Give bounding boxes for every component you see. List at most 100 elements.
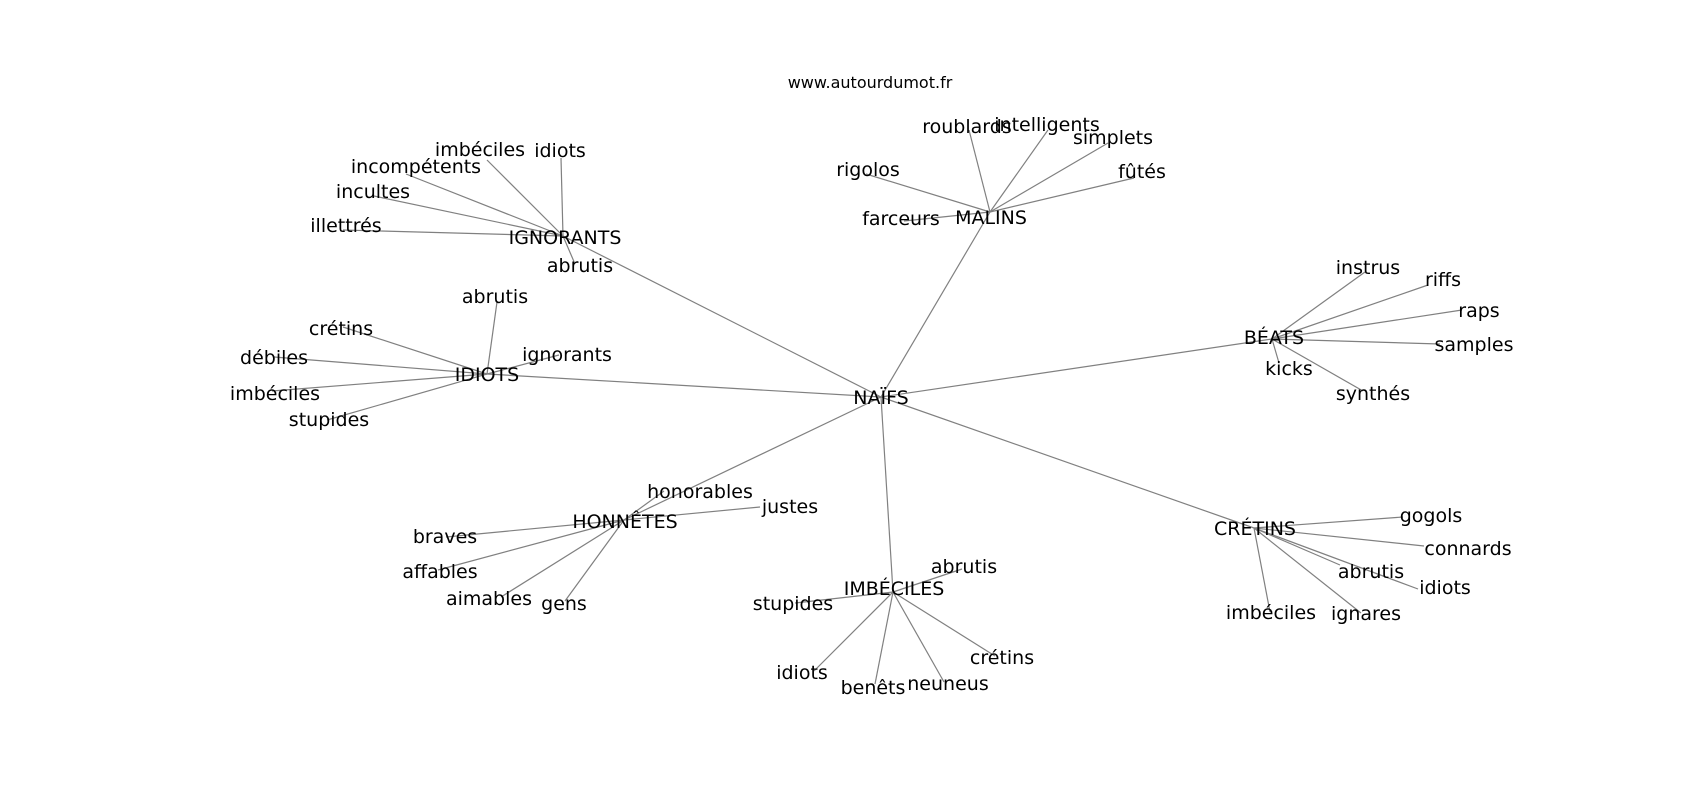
edge-center-idiots (486, 373, 882, 398)
edge-crétins-3 (1253, 527, 1419, 590)
word-node: incultes (336, 181, 410, 203)
edge-honnêtes-1 (623, 506, 761, 521)
edge-malins-0 (968, 129, 991, 213)
word-node: imbéciles (230, 383, 320, 405)
word-node: affables (402, 561, 477, 583)
edge-imbéciles-0 (892, 568, 963, 593)
word-node: imbéciles (1226, 602, 1316, 624)
word-node: aimables (446, 588, 532, 610)
word-node: honorables (647, 481, 753, 503)
edge-honnêtes-4 (500, 519, 625, 598)
edge-idiots-1 (342, 326, 488, 375)
edge-béats-3 (1271, 338, 1441, 345)
edge-crétins-5 (1253, 527, 1362, 614)
word-node: fûtés (1118, 161, 1166, 183)
word-node: neuneus (907, 673, 988, 695)
word-node: abrutis (547, 255, 613, 277)
edge-malins-2 (989, 142, 1109, 213)
word-node: idiots (1419, 577, 1471, 599)
cluster-node-imbéciles: IMBÉCILES (844, 577, 945, 600)
word-node: intelligents (994, 114, 1099, 136)
edge-ignorants-5 (562, 235, 576, 265)
edge-ignorants-1 (560, 157, 564, 237)
edge-béats-1 (1271, 284, 1429, 340)
word-node: imbéciles (435, 139, 525, 161)
word-node: benêts (841, 677, 906, 699)
word-node: instrus (1336, 257, 1400, 279)
cluster-node-honnêtes: HONNÊTES (572, 510, 677, 533)
edge-ignorants-2 (405, 173, 564, 237)
edge-béats-0 (1271, 271, 1366, 340)
edge-malins-1 (989, 129, 1049, 213)
edge-idiots-4 (271, 373, 488, 392)
edge-honnêtes-2 (445, 519, 625, 538)
edge-malins-5 (903, 211, 991, 222)
edge-idiots-3 (486, 354, 560, 375)
edge-center-malins (880, 211, 991, 398)
word-node: braves (413, 526, 477, 548)
word-node: gogols (1400, 505, 1463, 527)
word-node: ignares (1331, 603, 1401, 625)
word-node: raps (1458, 300, 1499, 322)
edge-center-honnêtes (623, 396, 882, 521)
word-node: kicks (1265, 358, 1313, 380)
edge-ignorants-3 (373, 195, 564, 237)
cluster-node-idiots: IDIOTS (455, 364, 519, 386)
cluster-node-béats: BÉATS (1244, 326, 1304, 349)
word-node: abrutis (931, 556, 997, 578)
word-node: crétins (309, 318, 373, 340)
edge-center-crétins (880, 396, 1255, 529)
word-node: connards (1424, 538, 1511, 560)
edge-imbéciles-5 (892, 591, 945, 683)
graph-labels: www.autourdumot.fr NAÏFS IGNORANTS imbécil… (230, 73, 1514, 699)
word-node: riffs (1425, 269, 1461, 291)
edge-béats-5 (1271, 338, 1364, 392)
word-node: roublards (922, 116, 1011, 138)
word-node: débiles (240, 347, 308, 369)
edge-imbéciles-3 (813, 591, 894, 672)
word-node: crétins (970, 647, 1034, 669)
word-node: justes (761, 496, 818, 518)
edge-malins-4 (989, 177, 1135, 213)
edge-malins-3 (865, 173, 991, 213)
word-node: gens (541, 593, 587, 615)
cluster-node-crétins: CRÉTINS (1214, 517, 1296, 540)
cluster-node-malins: MALINS (955, 207, 1027, 229)
edge-idiots-0 (486, 301, 498, 375)
edge-center-imbéciles (880, 396, 894, 593)
edge-imbéciles-2 (892, 591, 996, 657)
edge-honnêtes-5 (564, 519, 625, 602)
word-node: stupides (753, 593, 833, 615)
edge-crétins-1 (1253, 527, 1425, 547)
edge-imbéciles-1 (794, 591, 894, 604)
edge-crétins-0 (1253, 516, 1404, 529)
edge-ignorants-0 (486, 159, 564, 237)
graph-edges (271, 129, 1463, 685)
edge-center-béats (880, 338, 1273, 398)
word-node: idiots (776, 662, 828, 684)
word-node: samples (1435, 334, 1514, 356)
word-node: simplets (1073, 127, 1153, 149)
word-node: ignorants (522, 344, 612, 366)
edge-crétins-2 (1253, 527, 1341, 566)
word-node: stupides (289, 409, 369, 431)
word-node: farceurs (862, 208, 940, 230)
center-node: NAÏFS (853, 386, 908, 409)
word-node: incompétents (351, 156, 481, 178)
edge-ignorants-4 (342, 229, 564, 237)
edge-honnêtes-0 (623, 490, 665, 521)
edge-crétins-4 (1253, 527, 1271, 613)
cluster-node-ignorants: IGNORANTS (509, 227, 622, 249)
edge-idiots-5 (326, 373, 488, 421)
edge-imbéciles-4 (874, 591, 894, 685)
site-watermark: www.autourdumot.fr (788, 73, 953, 92)
edge-honnêtes-3 (437, 519, 625, 571)
word-node: abrutis (462, 286, 528, 308)
word-node: rigolos (836, 159, 900, 181)
edge-béats-2 (1271, 309, 1463, 340)
word-node: abrutis (1338, 561, 1404, 583)
word-node: illettrés (310, 215, 381, 237)
edge-center-ignorants (562, 235, 882, 398)
word-node: synthés (1336, 383, 1410, 405)
